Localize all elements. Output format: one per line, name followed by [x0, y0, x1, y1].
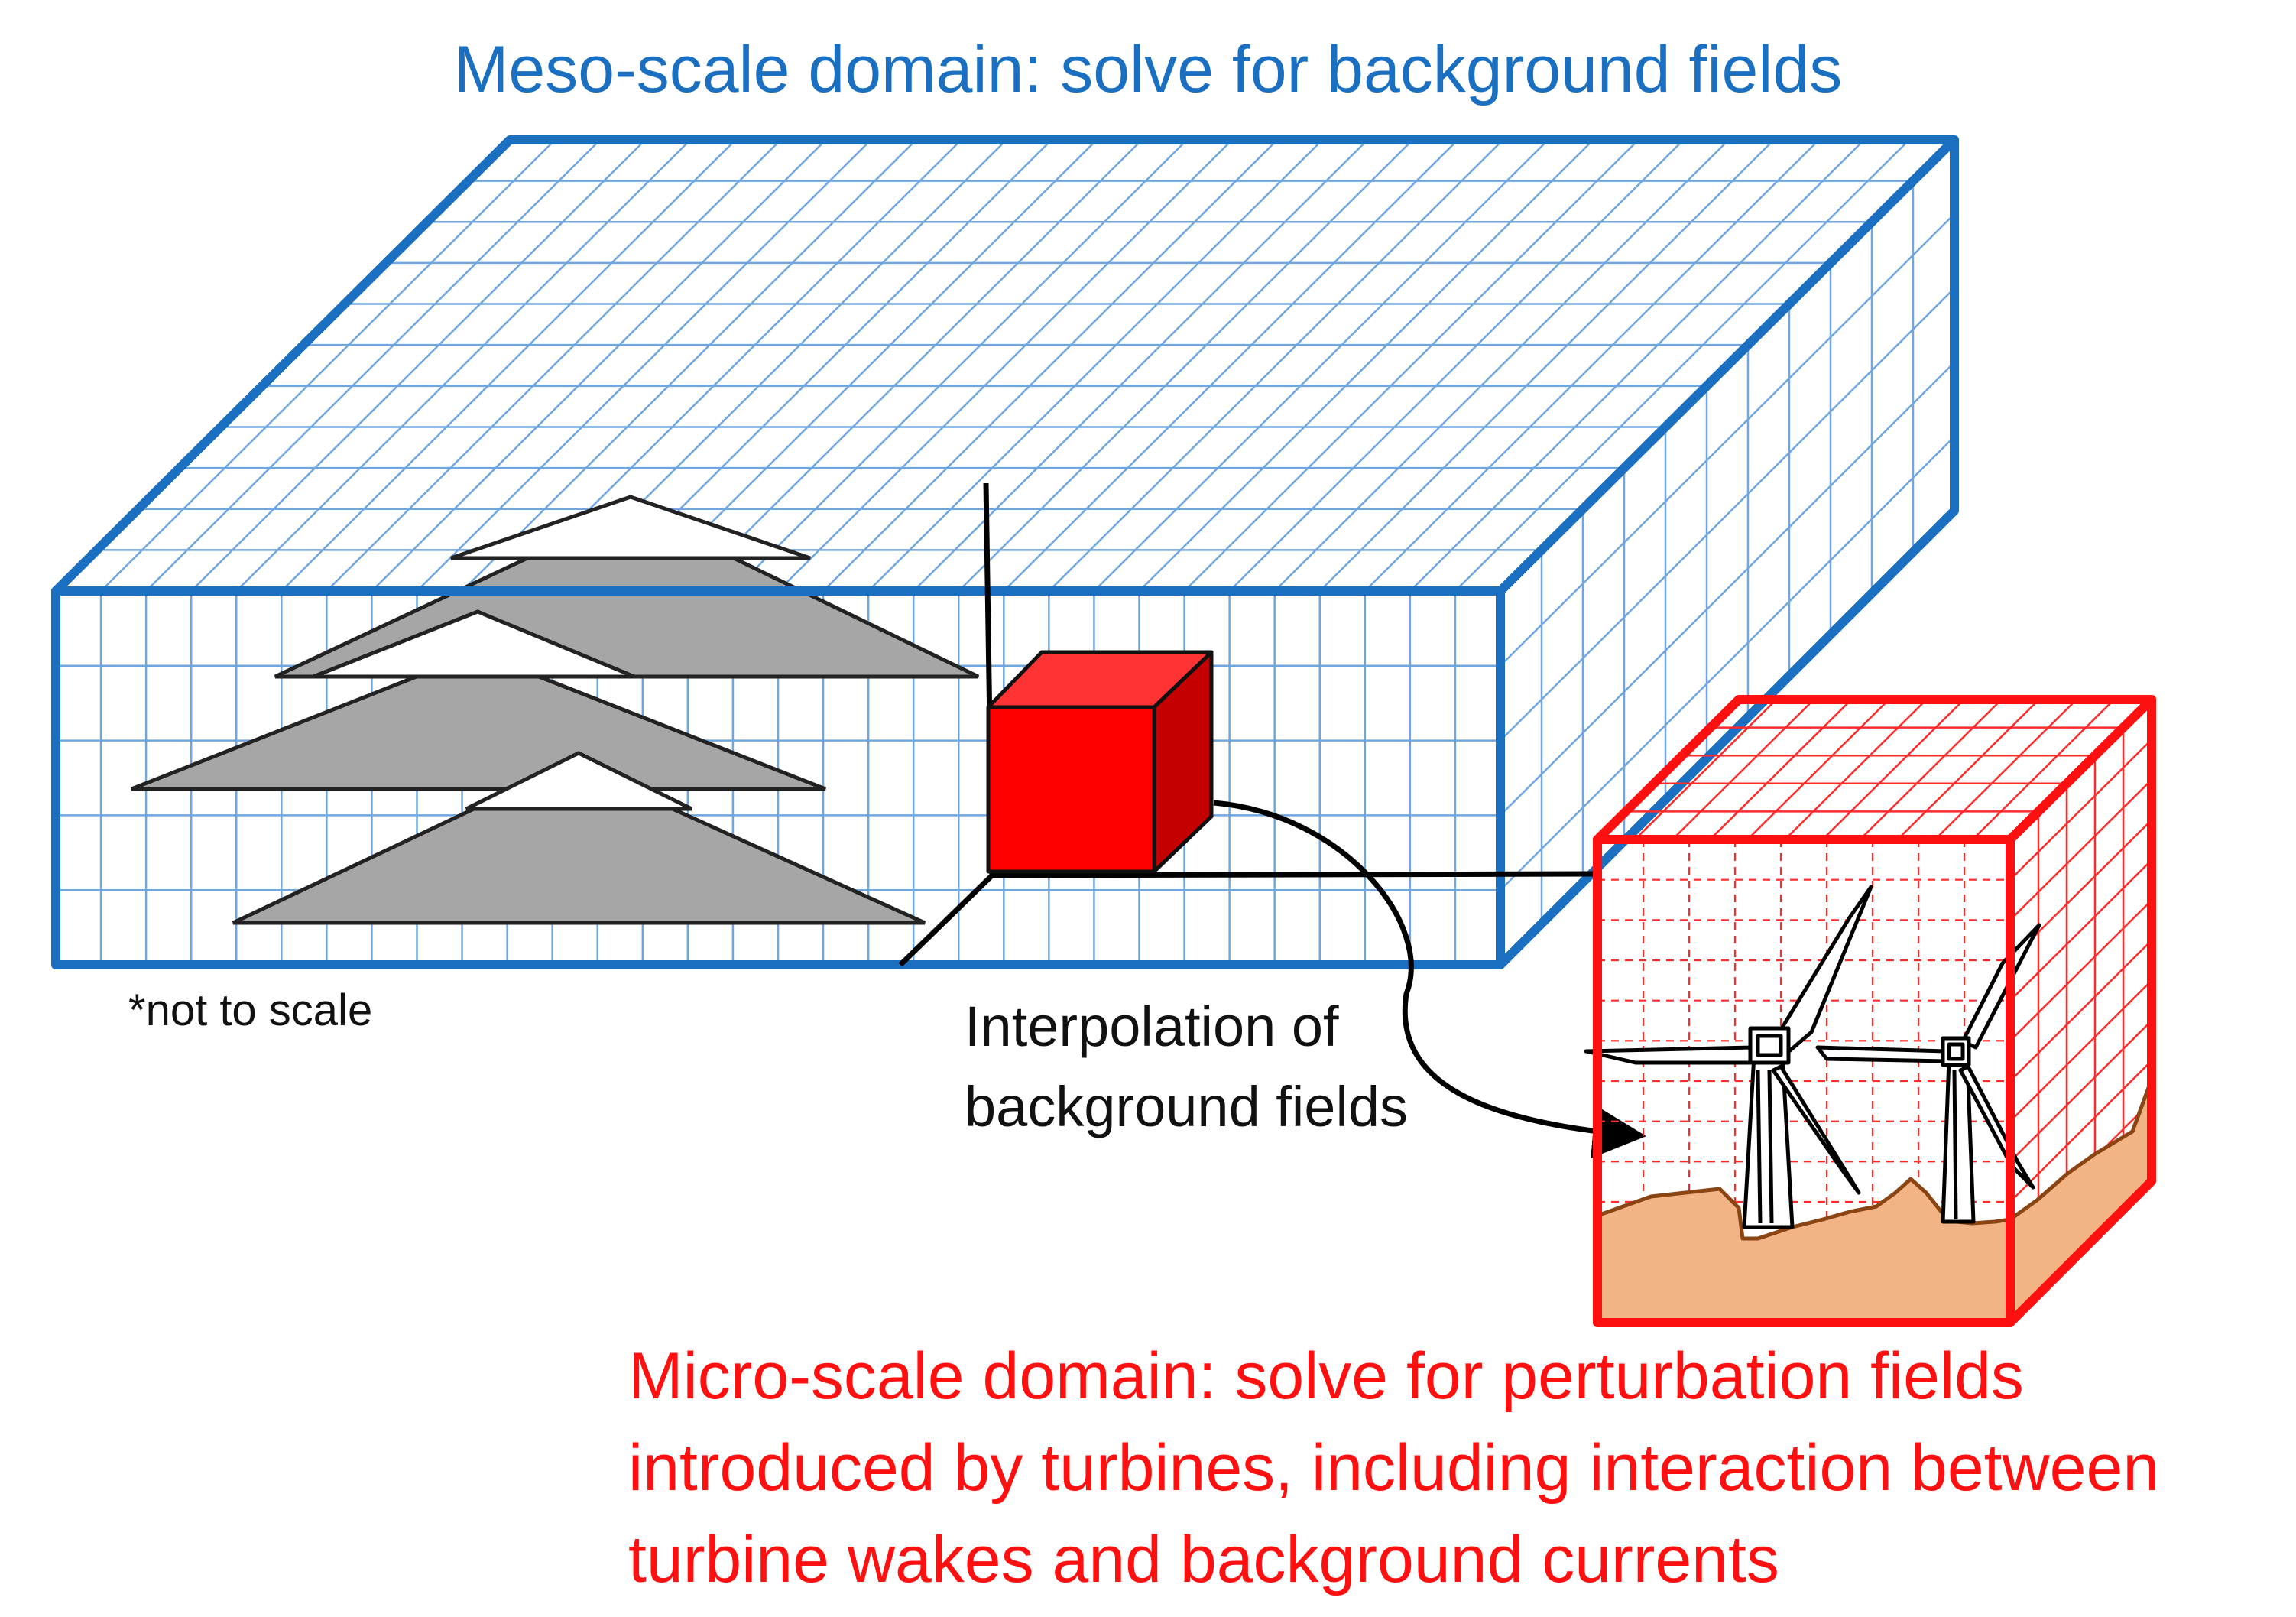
- grid-line: [2009, 899, 2152, 1042]
- grid-line: [1048, 139, 1504, 592]
- grid-line: [641, 139, 1098, 592]
- grid-line: [822, 139, 1278, 592]
- meso-top-grid: [97, 139, 1913, 592]
- grid-line: [2009, 1020, 2152, 1163]
- pyramid-shapes: [131, 495, 980, 925]
- grid-line: [1672, 699, 1815, 840]
- micro-top-grid: [1626, 699, 2123, 840]
- grid-line: [1318, 139, 1775, 592]
- meso-domain-box: [51, 135, 1959, 969]
- grid-line: [2009, 979, 2152, 1122]
- grid-line: [1454, 139, 1910, 592]
- micro-domain-caption: Micro-scale domain: solve for perturbati…: [628, 1330, 2159, 1606]
- micro-frame: [1593, 695, 2156, 1327]
- micro-domain-box: [1584, 695, 2156, 1327]
- grid-line: [1896, 699, 2040, 840]
- grid-line: [100, 139, 556, 592]
- grid-line: [1500, 362, 1955, 817]
- grid-line: [1003, 139, 1459, 592]
- grid-line: [2009, 1060, 2152, 1203]
- grid-line: [416, 139, 872, 592]
- interpolation-arrow-icon: [1213, 800, 1646, 1159]
- grid-line: [2009, 940, 2152, 1082]
- grid-line: [371, 139, 827, 592]
- grid-line: [2009, 779, 2152, 921]
- interpolation-label-line1: Interpolation of: [965, 995, 1339, 1058]
- meso-frame: [51, 135, 1959, 969]
- grid-line: [1093, 139, 1549, 592]
- grid-line: [1746, 699, 1890, 840]
- grid-line: [1183, 139, 1639, 592]
- meso-domain-title: Meso-scale domain: solve for background …: [453, 33, 1843, 106]
- grid-line: [1859, 699, 2003, 840]
- grid-line: [1228, 139, 1685, 592]
- not-to-scale-note: *not to scale: [128, 985, 373, 1035]
- interpolation-label-line2: background fields: [965, 1075, 1409, 1138]
- grid-line: [1934, 699, 2077, 840]
- grid-line: [1500, 287, 1955, 742]
- micro-caption-line2: introduced by turbines, including intera…: [628, 1431, 2160, 1505]
- grid-line: [1273, 139, 1730, 592]
- grid-line: [777, 139, 1233, 592]
- grid-line: [1634, 699, 1777, 840]
- grid-line: [913, 139, 1369, 592]
- grid-line: [958, 139, 1414, 592]
- meso-side-grid: [1500, 180, 1955, 924]
- grid-line: [1364, 139, 1820, 592]
- grid-line: [867, 139, 1324, 592]
- grid-line: [326, 139, 782, 592]
- grid-line: [686, 139, 1143, 592]
- grid-line: [281, 139, 737, 592]
- grid-line: [235, 139, 692, 592]
- micro-caption-line1: Micro-scale domain: solve for perturbati…: [628, 1339, 2024, 1413]
- grid-line: [1500, 213, 1955, 667]
- grid-line: [2009, 739, 2152, 881]
- grid-line: [1409, 139, 1865, 592]
- wind-turbine-icon: [1584, 885, 2041, 1229]
- grid-line: [2009, 859, 2152, 1002]
- grid-line: [1784, 699, 1928, 840]
- micro-caption-line3: turbine wakes and background currents: [628, 1523, 1779, 1596]
- interpolation-label: Interpolation of background fields: [965, 986, 1408, 1147]
- red-cube-icon: [986, 650, 1214, 874]
- grid-line: [1500, 436, 1955, 891]
- grid-line: [1972, 699, 2115, 840]
- grid-line: [1138, 139, 1594, 592]
- grid-line: [145, 139, 602, 592]
- grid-line: [190, 139, 647, 592]
- grid-line: [461, 139, 917, 592]
- grid-line: [1709, 699, 1853, 840]
- grid-line: [1821, 699, 1965, 840]
- grid-line: [732, 139, 1188, 592]
